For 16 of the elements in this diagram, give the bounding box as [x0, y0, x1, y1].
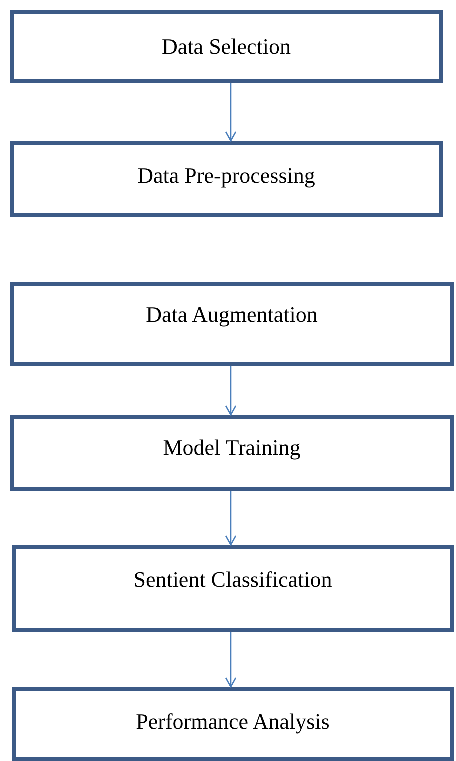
process-box	[10, 282, 454, 366]
process-box	[12, 687, 454, 761]
process-box	[12, 545, 454, 632]
arrow	[225, 632, 237, 688]
step-label: Performance Analysis	[136, 709, 330, 736]
arrow	[225, 491, 237, 546]
step-label: Data Augmentation	[146, 302, 318, 329]
arrow	[225, 83, 237, 142]
step-label: Sentient Classification	[134, 567, 332, 594]
step-label: Model Training	[163, 435, 301, 462]
step-label: Data Selection	[162, 34, 291, 61]
process-box	[10, 10, 443, 83]
process-box	[10, 415, 454, 491]
step-label: Data Pre-processing	[138, 163, 316, 190]
arrow	[225, 366, 237, 416]
process-box	[10, 141, 443, 217]
